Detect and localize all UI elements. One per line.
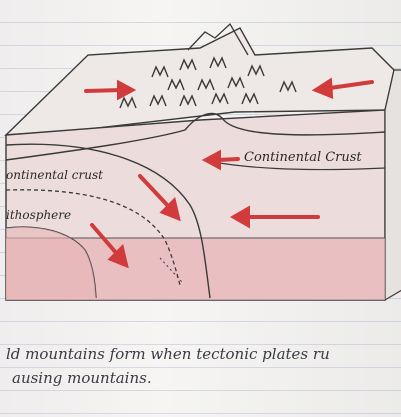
label-continental-crust-right: Continental Crust [244,150,362,165]
caption-line-1: ld mountains form when tectonic plates r… [6,345,330,363]
label-continental-crust-left: ontinental crust [6,168,103,182]
caption-line-2: ausing mountains. [12,369,152,387]
block-side-face [385,70,401,300]
label-lithosphere: ithosphere [6,208,71,222]
